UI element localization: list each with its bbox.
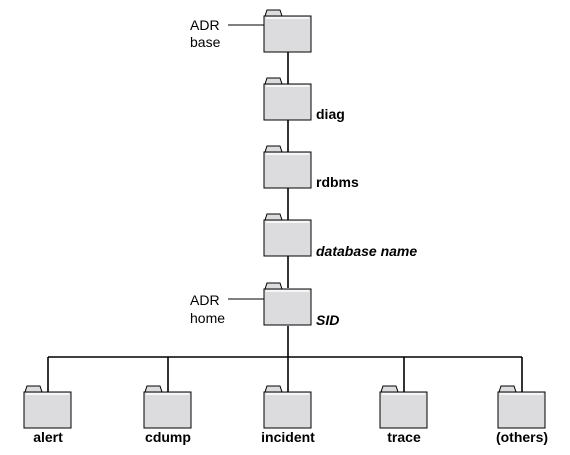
folder-icon-database-name <box>263 213 312 257</box>
folder-label-rdbms: rdbms <box>316 174 359 190</box>
folder-label-others: (others) <box>496 429 548 445</box>
folder-icon-cdump-body <box>143 391 192 429</box>
callout-adr-base-line1: ADR <box>190 17 220 33</box>
callout-adr-base: ADR base <box>190 17 264 50</box>
callout-adr-home-line1: ADR <box>190 292 220 308</box>
folder-icon-adr-base <box>263 9 312 53</box>
folder-label-sid: SID <box>316 312 339 328</box>
folder-icon-trace <box>379 385 428 429</box>
folder-icon-sid-body <box>263 288 312 326</box>
folder-label-diag: diag <box>316 106 345 122</box>
folder-icon-incident <box>263 385 312 429</box>
folder-icon-trace-body <box>379 391 428 429</box>
folders <box>23 9 546 429</box>
folder-icon-diag <box>263 77 312 121</box>
folder-icon-sid-tab <box>264 282 283 290</box>
folder-icon-cdump <box>143 385 192 429</box>
folder-icon-rdbms <box>263 145 312 189</box>
folder-icon-alert-body <box>23 391 72 429</box>
folder-icon-others-tab <box>498 385 517 393</box>
folder-icon-others-body <box>497 391 546 429</box>
folder-icon-database-name-tab <box>264 213 283 221</box>
folder-icon-database-name-body <box>263 219 312 257</box>
folder-icon-trace-tab <box>380 385 399 393</box>
folder-icon-adr-base-body <box>263 15 312 53</box>
folder-icon-diag-body <box>263 83 312 121</box>
folder-icon-incident-body <box>263 391 312 429</box>
folder-icon-incident-tab <box>264 385 283 393</box>
folder-label-trace: trace <box>387 429 421 445</box>
folder-icon-sid <box>263 282 312 326</box>
folder-icon-diag-tab <box>264 77 283 85</box>
folder-icon-others <box>497 385 546 429</box>
folder-icon-rdbms-body <box>263 151 312 189</box>
callout-adr-base-line2: base <box>190 34 221 50</box>
folder-icon-adr-base-tab <box>264 9 283 17</box>
callout-adr-home: ADR home <box>190 292 264 326</box>
folder-icon-cdump-tab <box>144 385 163 393</box>
callout-adr-home-line2: home <box>190 310 225 326</box>
connector-lines <box>47 52 523 392</box>
folder-label-incident: incident <box>261 429 315 445</box>
folder-label-alert: alert <box>33 429 63 445</box>
folder-label-cdump: cdump <box>145 429 191 445</box>
folder-icon-alert-tab <box>24 385 43 393</box>
folder-label-database-name: database name <box>316 243 417 259</box>
folder-icon-rdbms-tab <box>264 145 283 153</box>
folder-icon-alert <box>23 385 72 429</box>
